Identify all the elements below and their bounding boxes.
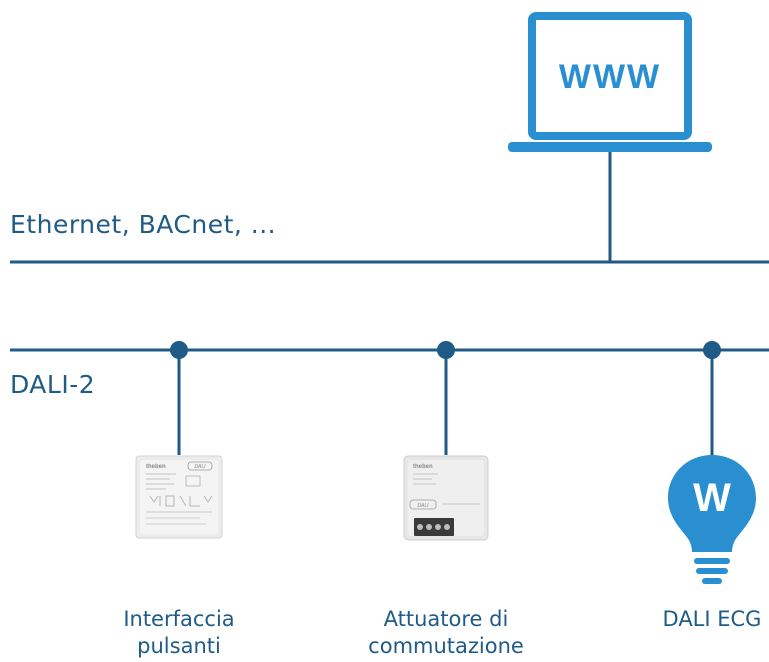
bulb-letter: W (693, 476, 731, 520)
svg-text:theben: theben (413, 464, 433, 470)
device-label-interface: Interfaccia pulsanti (99, 606, 259, 660)
bus-node-interface (170, 341, 188, 359)
monitor-base (508, 142, 712, 152)
device-label-ecg: DALI ECG (652, 606, 769, 633)
bus-node-actuator (437, 341, 455, 359)
monitor-www-text: WWW (559, 58, 661, 96)
device-label-ecg-line1: DALI ECG (662, 607, 762, 631)
lightbulb-icon: W (668, 455, 756, 584)
web-monitor-icon: WWW (508, 12, 712, 152)
device-label-interface-line2: pulsanti (137, 634, 221, 658)
dali-bus-label: DALI-2 (10, 370, 96, 399)
device-label-actuator-line2: commutazione (368, 634, 524, 658)
ethernet-bus-label: Ethernet, BACnet, ... (10, 210, 277, 239)
svg-text:DALI: DALI (417, 503, 429, 509)
svg-text:DALI: DALI (194, 464, 206, 470)
push-button-interface-device: theben DALI (135, 455, 223, 539)
device-label-actuator-line1: Attuatore di (383, 607, 509, 631)
device-label-actuator: Attuatore di commutazione (351, 606, 541, 660)
bus-node-ecg (703, 341, 721, 359)
switching-actuator-device: theben DALI (403, 455, 489, 541)
svg-text:theben: theben (146, 464, 166, 470)
monitor-screen (528, 12, 692, 140)
device-label-interface-line1: Interfaccia (123, 607, 235, 631)
